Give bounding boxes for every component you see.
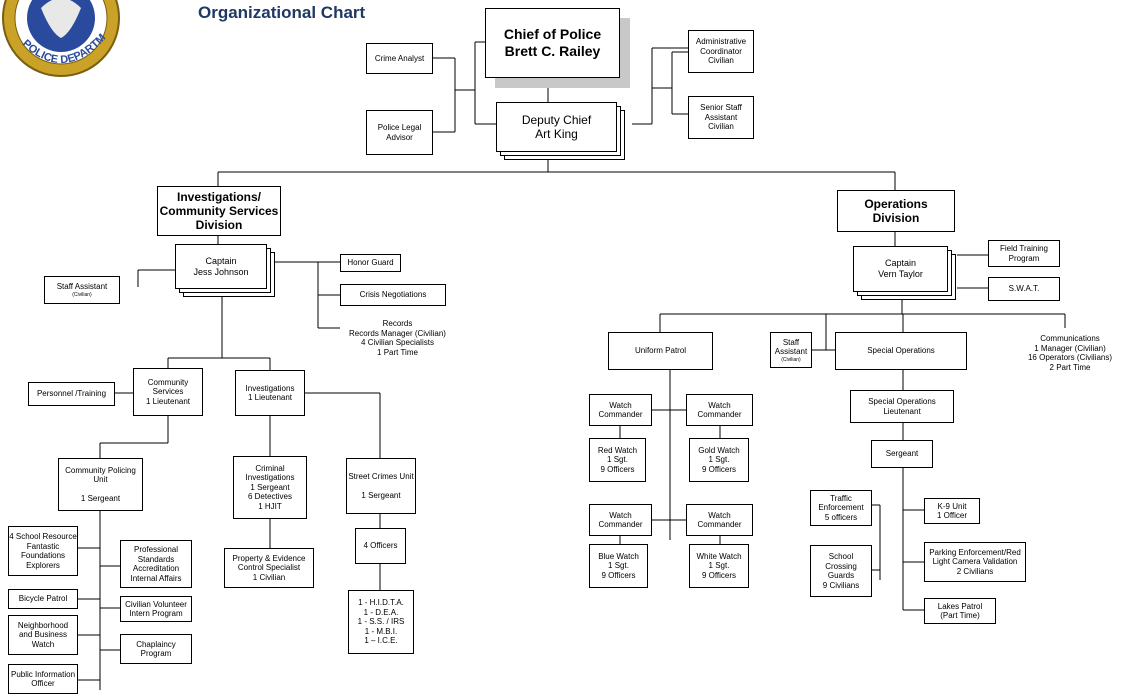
operations-division-box: Operations Division: [837, 190, 955, 232]
legal-advisor-box: Police Legal Advisor: [366, 110, 433, 155]
community-policing-unit-box: Community Policing Unit 1 Sergeant: [58, 458, 143, 511]
red-watch-box: Red Watch 1 Sgt. 9 Officers: [589, 438, 646, 482]
property-evidence-box: Property & Evidence Control Specialist 1…: [224, 548, 314, 588]
captain-johnson-box: Captain Jess Johnson: [175, 244, 267, 289]
police-badge-logo: POLICE DEPARTMENT: [0, 0, 120, 77]
bicycle-patrol-box: Bicycle Patrol: [8, 589, 78, 609]
deputy-chief-box: Deputy Chief Art King: [496, 102, 617, 152]
school-resource-box: 4 School Resource Fantastic Foundations …: [8, 526, 78, 576]
watch-commander-2-box: Watch Commander: [686, 394, 753, 426]
traffic-enforcement-box: Traffic Enforcement 5 officers: [810, 490, 872, 526]
street-crimes-unit-box: Street Crimes Unit 1 Sergeant: [346, 458, 416, 514]
staff-assistant-left-label: Staff Assistant: [56, 282, 108, 292]
captain-taylor-box: Captain Vern Taylor: [853, 246, 948, 292]
crime-analyst-box: Crime Analyst: [366, 43, 433, 74]
white-watch-box: White Watch 1 Sgt. 9 Officers: [689, 544, 749, 588]
crisis-negotiations-box: Crisis Negotiations: [340, 284, 446, 306]
investigations-box: Investigations 1 Lieutenant: [235, 370, 305, 416]
special-operations-lieutenant-box: Special Operations Lieutenant: [850, 390, 954, 423]
community-services-box: Community Services 1 Lieutenant: [133, 368, 203, 416]
staff-assistant-left-box: Staff Assistant (Civilian): [44, 276, 120, 304]
criminal-investigations-box: Criminal Investigations 1 Sergeant 6 Det…: [233, 456, 307, 519]
parking-enforcement-box: Parking Enforcement/Red Light Camera Val…: [924, 542, 1026, 582]
honor-guard-box: Honor Guard: [340, 254, 401, 272]
staff-assistant-right-sub: (Civilian): [781, 356, 801, 363]
k9-unit-box: K-9 Unit 1 Officer: [924, 498, 980, 524]
chaplaincy-box: Chaplaincy Program: [120, 634, 192, 664]
senior-staff-assistant-box: Senior Staff Assistant Civilian: [688, 96, 754, 139]
records-box: Records Records Manager (Civilian) 4 Civ…: [340, 315, 455, 361]
watch-commander-3-box: Watch Commander: [589, 504, 652, 536]
four-officers-box: 4 Officers: [355, 528, 406, 564]
staff-assistant-left-sub: (Civilian): [72, 291, 92, 298]
staff-assistant-right-box: Staff Assistant (Civilian): [770, 332, 812, 368]
field-training-box: Field Training Program: [988, 240, 1060, 267]
school-crossing-guards-box: School Crossing Guards 9 Civilians: [810, 545, 872, 597]
page-title: Organizational Chart: [198, 3, 366, 22]
civilian-volunteer-box: Civilian Volunteer Intern Program: [120, 596, 192, 622]
watch-commander-4-box: Watch Commander: [686, 504, 753, 536]
watch-commander-1-box: Watch Commander: [589, 394, 652, 426]
uniform-patrol-box: Uniform Patrol: [608, 332, 713, 370]
swat-box: S.W.A.T.: [988, 277, 1060, 301]
admin-coordinator-box: Administrative Coordinator Civilian: [688, 30, 754, 73]
neighborhood-watch-box: Neighborhood and Business Watch: [8, 615, 78, 655]
special-operations-box: Special Operations: [835, 332, 967, 370]
personnel-training-box: Personnel /Training: [28, 382, 115, 406]
blue-watch-box: Blue Watch 1 Sgt. 9 Officers: [589, 544, 648, 588]
staff-assistant-right-label: Staff Assistant: [774, 337, 808, 357]
sergeant-box: Sergeant: [871, 440, 933, 468]
chief-of-police-box: Chief of Police Brett C. Railey: [485, 8, 620, 78]
gold-watch-box: Gold Watch 1 Sgt. 9 Officers: [689, 438, 749, 482]
public-information-officer-box: Public Information Officer: [8, 664, 78, 694]
professional-standards-box: Professional Standards Accreditation Int…: [120, 540, 192, 588]
investigations-division-box: Investigations/ Community Services Divis…: [157, 186, 281, 236]
task-forces-box: 1 - H.I.D.T.A. 1 - D.E.A. 1 - S.S. / IRS…: [348, 590, 414, 654]
communications-box: Communications 1 Manager (Civilian) 16 O…: [1020, 328, 1120, 378]
lakes-patrol-box: Lakes Patrol (Part Time): [924, 598, 996, 624]
